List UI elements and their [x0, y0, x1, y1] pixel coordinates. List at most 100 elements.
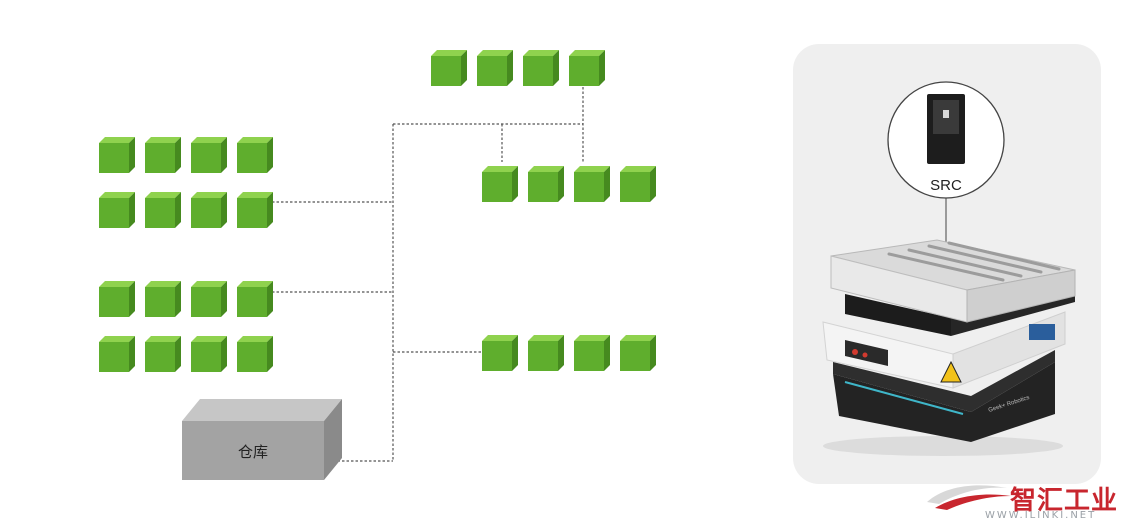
shelf-group-left-row-2 — [99, 192, 273, 228]
shelf-cube-front — [145, 287, 175, 317]
shelf-cube-front — [574, 172, 604, 202]
shelf-group-left-row-1 — [99, 137, 273, 173]
shelf-cube — [620, 335, 656, 371]
shelf-cube-side — [129, 192, 135, 228]
shelf-cube — [477, 50, 513, 86]
warehouse-block: 仓库 — [182, 399, 342, 480]
shelf-cube-front — [99, 287, 129, 317]
shelf-cube — [145, 336, 181, 372]
shelf-cube — [237, 281, 273, 317]
robot-photo-panel: Geek+ Robotics SRC — [793, 44, 1101, 484]
shelf-cube-top — [145, 336, 181, 342]
shelf-cube-side — [650, 166, 656, 202]
shelf-group-left-row-4 — [99, 336, 273, 372]
shelf-cube-front — [431, 56, 461, 86]
shelf-cube-front — [99, 198, 129, 228]
shelf-cube — [145, 137, 181, 173]
shelf-cube-front — [237, 143, 267, 173]
shelf-cube-top — [237, 336, 273, 342]
shelf-cube-front — [569, 56, 599, 86]
shelf-cube — [145, 192, 181, 228]
shelf-cube — [574, 335, 610, 371]
shelf-cube-front — [145, 342, 175, 372]
shelf-cube-top — [145, 192, 181, 198]
shelf-cube-side — [129, 281, 135, 317]
shelf-cube-side — [604, 166, 610, 202]
shelf-cube-side — [129, 336, 135, 372]
shelf-cube — [99, 192, 135, 228]
shelf-cube — [482, 335, 518, 371]
shelf-cube-side — [507, 50, 513, 86]
shelf-cube — [191, 336, 227, 372]
shelf-cube-top — [620, 335, 656, 341]
connector-lines — [272, 78, 584, 462]
shelf-cube-top — [237, 281, 273, 287]
shelf-cube-front — [523, 56, 553, 86]
shelf-cube-front — [528, 172, 558, 202]
shelf-cube-top — [574, 166, 610, 172]
shelf-cube-side — [650, 335, 656, 371]
shelf-cube-side — [461, 50, 467, 86]
robot-shadow — [823, 436, 1063, 456]
shelf-cube-side — [175, 137, 181, 173]
shelf-cube-top — [191, 137, 227, 143]
shelf-cube — [482, 166, 518, 202]
shelf-cube-front — [99, 342, 129, 372]
shelf-cube-top — [99, 281, 135, 287]
shelf-cube-side — [558, 335, 564, 371]
shelf-cube-top — [191, 192, 227, 198]
shelf-cube-top — [528, 335, 564, 341]
shelf-cube-top — [528, 166, 564, 172]
shelf-cube-top — [99, 137, 135, 143]
shelf-cube — [620, 166, 656, 202]
shelf-cube-top — [569, 50, 605, 56]
shelf-cube-side — [129, 137, 135, 173]
shelf-cube-side — [512, 166, 518, 202]
shelf-cube — [99, 281, 135, 317]
robot-side-connector — [1029, 324, 1055, 340]
shelf-cube — [191, 192, 227, 228]
roller-module-side — [966, 269, 1076, 323]
shelf-cube-side — [512, 335, 518, 371]
shelf-group-right-middle — [482, 166, 656, 202]
shelf-cube-top — [482, 166, 518, 172]
shelf-cube-front — [620, 341, 650, 371]
shelf-cube-side — [221, 137, 227, 173]
swoosh-logo-icon — [927, 485, 1011, 510]
shelf-cube — [237, 192, 273, 228]
shelf-cube-front — [191, 143, 221, 173]
shelf-cube-side — [604, 335, 610, 371]
shelf-cube-side — [558, 166, 564, 202]
shelf-cube-side — [221, 281, 227, 317]
shelf-cube — [528, 335, 564, 371]
shelf-cube-front — [237, 198, 267, 228]
shelf-cube — [99, 336, 135, 372]
src-label: SRC — [930, 177, 962, 194]
robot-base — [833, 362, 1055, 442]
shelf-cube — [99, 137, 135, 173]
shelf-cube-top — [145, 137, 181, 143]
robot-mid-layer-front — [845, 294, 951, 336]
shelf-cube-side — [221, 336, 227, 372]
shelf-cube-top — [482, 335, 518, 341]
shelf-cube-top — [237, 192, 273, 198]
shelf-cube-front — [191, 287, 221, 317]
shelf-cube-side — [267, 281, 273, 317]
conveyor-rollers — [887, 241, 1061, 282]
shelf-cube — [191, 281, 227, 317]
shelf-cube-side — [175, 192, 181, 228]
watermark-url: WWW.ILINKI.NET — [985, 510, 1097, 521]
shelf-cube-side — [553, 50, 559, 86]
robot-illustration: Geek+ Robotics SRC — [822, 81, 1076, 456]
shelf-cube — [145, 281, 181, 317]
shelf-cube-top — [99, 336, 135, 342]
shelf-cube — [523, 50, 559, 86]
shelf-cube-front — [99, 143, 129, 173]
shelf-cube-top — [574, 335, 610, 341]
shelf-cube-side — [267, 192, 273, 228]
shelf-cube-side — [267, 137, 273, 173]
shelf-cube-front — [145, 143, 175, 173]
shelf-cube-top — [237, 137, 273, 143]
robot-warning-sign — [940, 360, 962, 383]
shelf-cube — [574, 166, 610, 202]
